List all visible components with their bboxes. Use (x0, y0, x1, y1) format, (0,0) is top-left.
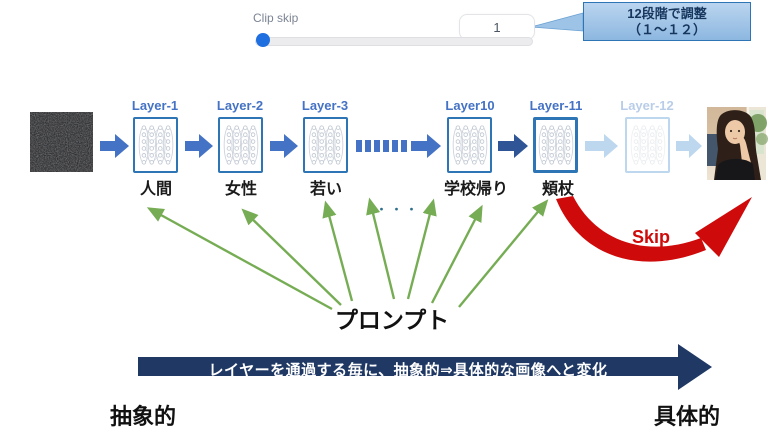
clip-skip-slider-handle[interactable] (256, 33, 270, 47)
dash-connector (356, 140, 407, 152)
prompt-arrow (458, 199, 549, 308)
layer-10-label: Layer10 (445, 98, 495, 113)
concrete-label: 具体的 (654, 404, 721, 429)
layer-11-word: 頬杖 (541, 181, 574, 198)
neural-network-icon (631, 126, 665, 164)
layer-11-box (533, 117, 578, 173)
skip-curve-arrow (556, 196, 752, 262)
ellipsis-dots: ・・・ (376, 204, 421, 216)
flow-arrow-faded (585, 134, 618, 158)
prompt-arrow (430, 204, 483, 304)
banner-arrow (138, 344, 712, 390)
layer-1-label: Layer-1 (131, 98, 179, 113)
layer-12-box (625, 117, 670, 173)
adjustment-callout: 12段階で調整 （１～１２） (583, 2, 751, 41)
clip-skip-value-input[interactable] (459, 14, 535, 40)
neural-network-icon (139, 126, 173, 164)
callout-line2: （１～１２） (627, 21, 706, 37)
clip-skip-label: Clip skip (253, 11, 299, 25)
layer-2-label: Layer-2 (216, 98, 264, 113)
flow-arrow-faded (676, 134, 702, 158)
prompt-arrow (366, 197, 396, 300)
banner-text: レイヤーを通過する毎に、抽象的⇒具体的な画像へと変化 (208, 362, 608, 379)
result-photo (707, 107, 768, 180)
flow-arrows (100, 134, 702, 158)
neural-network-icon (539, 126, 573, 164)
layer-2-word: 女性 (224, 181, 257, 198)
noise-image (30, 112, 93, 172)
prompt-arrow (241, 208, 342, 306)
prompt-arrow (322, 200, 354, 302)
neural-network-icon (453, 126, 487, 164)
layer-12-label: Layer-12 (620, 98, 674, 113)
layer-10-box (447, 117, 492, 173)
prompt-arrows (146, 197, 549, 311)
layer-1-box (133, 117, 178, 173)
flow-arrow (100, 134, 129, 158)
layer-3-word: 若い (309, 181, 342, 198)
layer-11-label: Layer-11 (529, 98, 583, 113)
layer-2-box (218, 117, 263, 173)
prompt-arrow (406, 198, 437, 300)
flow-arrow (411, 134, 441, 158)
layer-10-word: 学校帰り (443, 181, 508, 198)
neural-network-icon (309, 126, 343, 164)
flow-arrow (270, 134, 298, 158)
callout-tail (530, 12, 584, 32)
neural-network-icon (224, 126, 258, 164)
prompt-arrow (146, 207, 333, 311)
skip-label: Skip (632, 227, 671, 247)
layer-3-box (303, 117, 348, 173)
prompt-label: プロンプト (334, 307, 450, 333)
layer-3-label: Layer-3 (301, 98, 349, 113)
flow-arrow-dark (498, 134, 528, 158)
clip-skip-slider-track[interactable] (255, 37, 533, 46)
layer-1-word: 人間 (139, 181, 172, 198)
abstract-label: 抽象的 (110, 404, 177, 429)
callout-line1: 12段階で調整 (627, 5, 707, 21)
flow-arrow (185, 134, 213, 158)
